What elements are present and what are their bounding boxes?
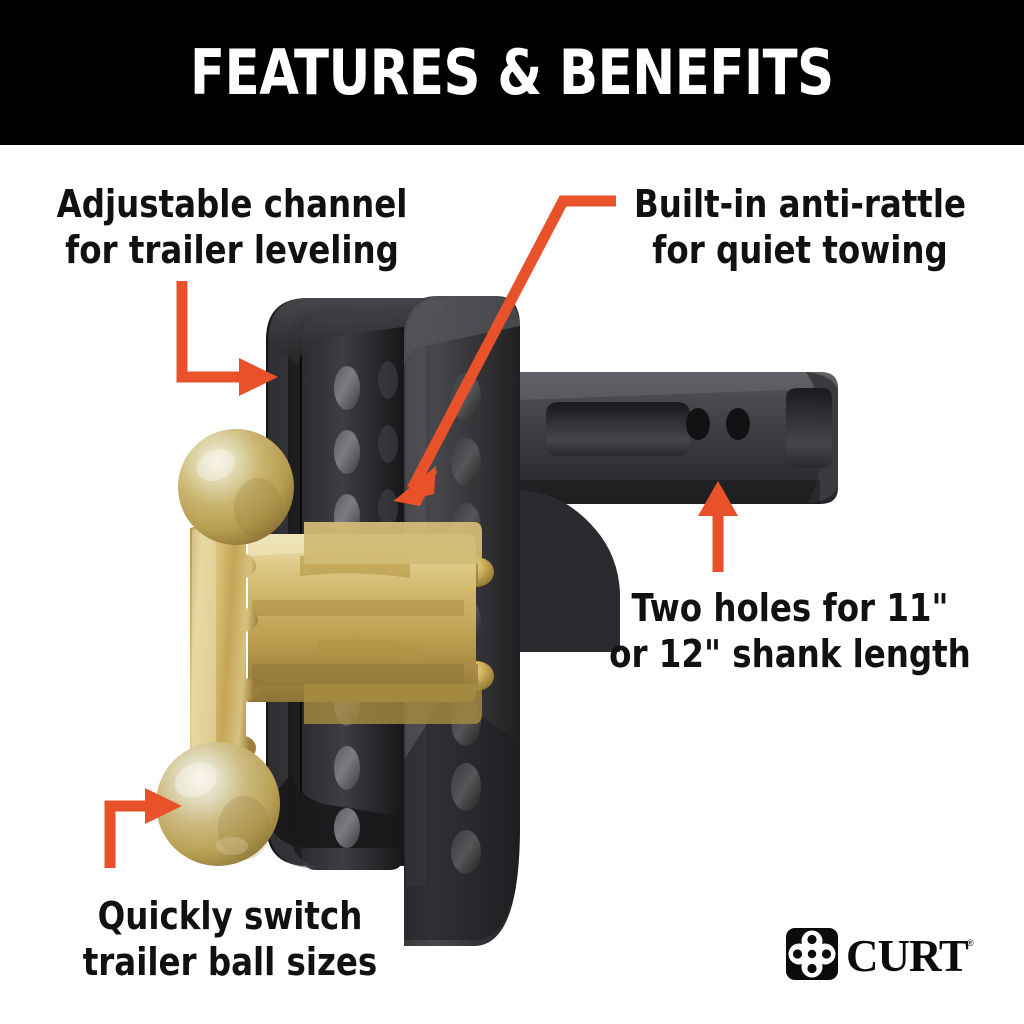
header-bar: FEATURES & BENEFITS: [0, 0, 1024, 145]
lower-trailer-ball: [156, 742, 280, 866]
callout-trailer-balls-line1: Quickly switch: [97, 894, 363, 938]
callout-adjustable-channel: Adjustable channel for trailer leveling: [33, 182, 432, 273]
callout-trailer-balls-line2: trailer ball sizes: [82, 939, 378, 984]
callout-trailer-balls: Quickly switch trailer ball sizes: [40, 894, 420, 985]
curt-quatrefoil-icon: [786, 928, 838, 980]
callout-adjustable-channel-line1: Adjustable channel: [56, 182, 408, 226]
upper-trailer-ball: [178, 429, 294, 545]
callout-adjustable-channel-line2: for trailer leveling: [65, 227, 399, 272]
shank-pin-holes: [686, 408, 750, 440]
callout-anti-rattle-line1: Built-in anti-rattle: [633, 182, 966, 226]
dual-trailer-ball-mount: [156, 429, 482, 866]
callout-anti-rattle-line2: for quiet towing: [652, 227, 948, 272]
callout-anti-rattle: Built-in anti-rattle for quiet towing: [610, 182, 990, 273]
page-title: FEATURES & BENEFITS: [190, 35, 834, 109]
curt-wordmark: CURT: [846, 931, 969, 981]
callout-shank-holes-line1: Two holes for 11": [631, 586, 949, 630]
curt-registered-mark: ®: [967, 938, 974, 948]
callout-shank-holes-line2: or 12" shank length: [609, 631, 971, 676]
callout-shank-holes: Two holes for 11" or 12" shank length: [591, 586, 990, 677]
curt-logo: CURT ®: [786, 928, 974, 981]
